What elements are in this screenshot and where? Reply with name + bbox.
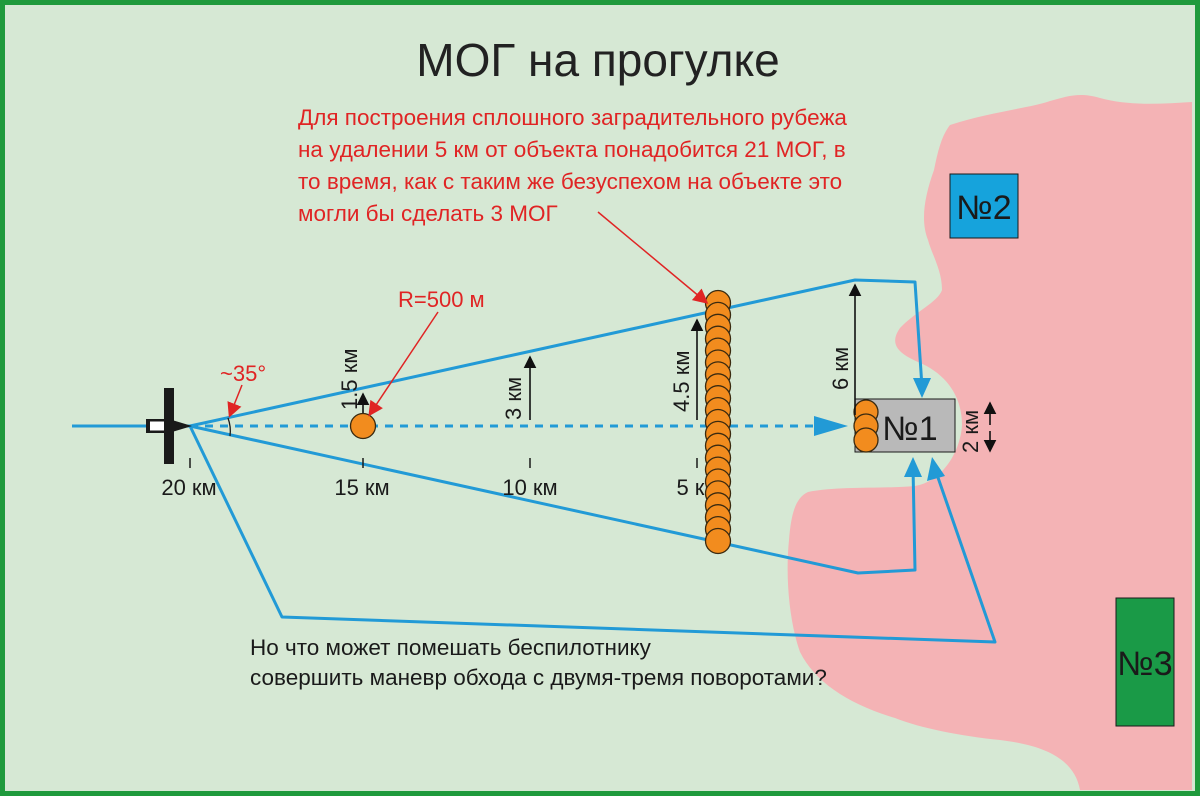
width-label-15km: 1.5 км: [337, 349, 362, 410]
tick-label-20: 20 км: [161, 475, 216, 500]
tick-label-15: 15 км: [334, 475, 389, 500]
angle-label: ~35°: [220, 361, 266, 386]
question-line-2: совершить маневр обхода с двумя-тремя по…: [250, 665, 827, 690]
note-line-4: могли бы сделать 3 МОГ: [298, 201, 558, 226]
tick-label-10: 10 км: [502, 475, 557, 500]
object-3-label: №3: [1117, 645, 1172, 683]
distance-ticks: [189, 458, 698, 468]
angle-pointer: [227, 384, 243, 418]
drone-icon: [146, 388, 192, 464]
barrier-interceptor: [704, 527, 732, 555]
object-2-box: [949, 173, 1019, 239]
note-line-2: на удалении 5 км от объекта понадобится …: [298, 137, 846, 162]
bypass-route-wide: [188, 425, 997, 644]
bypass-route-upper: [189, 278, 924, 428]
note-pointer: [597, 211, 709, 304]
arrow-icon: [814, 378, 945, 481]
object-2-label: №2: [956, 189, 1011, 227]
note-line-1: Для построения сплошного заградительного…: [298, 105, 847, 130]
bypass-route-lower: [189, 424, 917, 575]
width-label-5km: 4.5 км: [669, 351, 694, 412]
radius-pointer: [368, 311, 439, 417]
note-line-3: то время, как с таким же безуспехом на о…: [298, 169, 842, 194]
width-arrows: [356, 283, 997, 453]
object-3-box: [1115, 597, 1175, 727]
width-label-object: 6 км: [828, 347, 853, 390]
interceptor-barrier: [704, 289, 732, 555]
object-1-interceptors: [853, 399, 879, 453]
object-size-label: 2 км: [958, 410, 983, 453]
radius-label: R=500 м: [398, 287, 485, 312]
angle-arc: [227, 417, 231, 437]
object-1-label: №1: [882, 410, 937, 448]
width-label-10km: 3 км: [501, 377, 526, 420]
question-line-1: Но что может помешать беспилотнику: [250, 635, 652, 660]
single-interceptor: [349, 412, 377, 440]
approach-paths: [72, 278, 997, 644]
page-title: МОГ на прогулке: [416, 34, 779, 86]
